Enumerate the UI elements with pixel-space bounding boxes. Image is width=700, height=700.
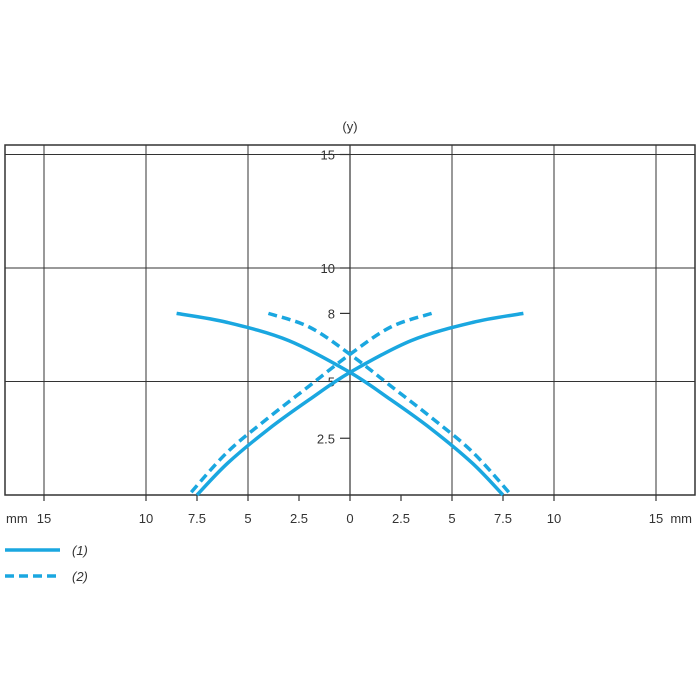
y-tick-label: 10 xyxy=(321,261,335,276)
legend-label-series-1: (1) xyxy=(72,543,88,558)
x-tick-label: 2.5 xyxy=(392,511,410,526)
x-tick-label: 2.5 xyxy=(290,511,308,526)
series-1-curve-1 xyxy=(176,311,505,497)
y-tick-label: 5 xyxy=(328,375,335,390)
legend-label-series-2: (2) xyxy=(72,569,88,584)
x-tick-label: 7.5 xyxy=(188,511,206,526)
x-axis-unit-left: mm xyxy=(6,511,28,526)
y-ticks: 2.5 5 8 10 15 xyxy=(317,148,350,446)
x-tick-label: 5 xyxy=(244,511,251,526)
x-tick-label: 10 xyxy=(547,511,561,526)
series-2-curve-2 xyxy=(187,311,433,497)
x-axis-unit-right: mm xyxy=(670,511,692,526)
y-tick-label: 15 xyxy=(321,148,335,163)
y-axis-label: (y) xyxy=(342,119,357,134)
x-tick-label: 10 xyxy=(139,511,153,526)
x-tick-label: 5 xyxy=(448,511,455,526)
series xyxy=(176,311,524,497)
x-tick-label: 7.5 xyxy=(494,511,512,526)
x-ticks: 15 10 7.5 5 2.5 0 2.5 5 7.5 10 15 xyxy=(37,495,663,526)
series-1-curve-2 xyxy=(195,311,524,497)
legend: (1) (2) xyxy=(5,543,88,584)
y-tick-label: 2.5 xyxy=(317,431,335,446)
y-tick-label: 8 xyxy=(328,306,335,321)
x-tick-label: 0 xyxy=(346,511,353,526)
x-tick-label: 15 xyxy=(37,511,51,526)
series-2-curve-1 xyxy=(267,311,513,497)
x-tick-label: 15 xyxy=(649,511,663,526)
